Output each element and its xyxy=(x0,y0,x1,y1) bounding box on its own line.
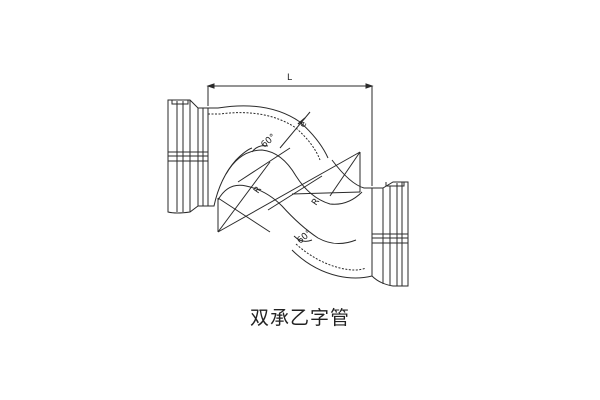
thickness-leader xyxy=(279,111,311,149)
angle-label-upper: 60° xyxy=(260,132,279,150)
thickness-label: e xyxy=(298,119,310,129)
angle-arcs xyxy=(251,145,313,242)
radius-label-upper: R xyxy=(252,185,264,196)
left-socket xyxy=(167,99,209,214)
diagram-caption: 双承乙字管 xyxy=(249,307,350,329)
length-dimension xyxy=(206,83,374,186)
length-label: L xyxy=(287,73,292,83)
construction-lines xyxy=(217,147,361,233)
pipe-body xyxy=(208,105,373,279)
right-socket xyxy=(371,181,409,287)
radius-label-lower: R xyxy=(310,197,322,208)
angle-label-lower: 60° xyxy=(296,228,315,246)
